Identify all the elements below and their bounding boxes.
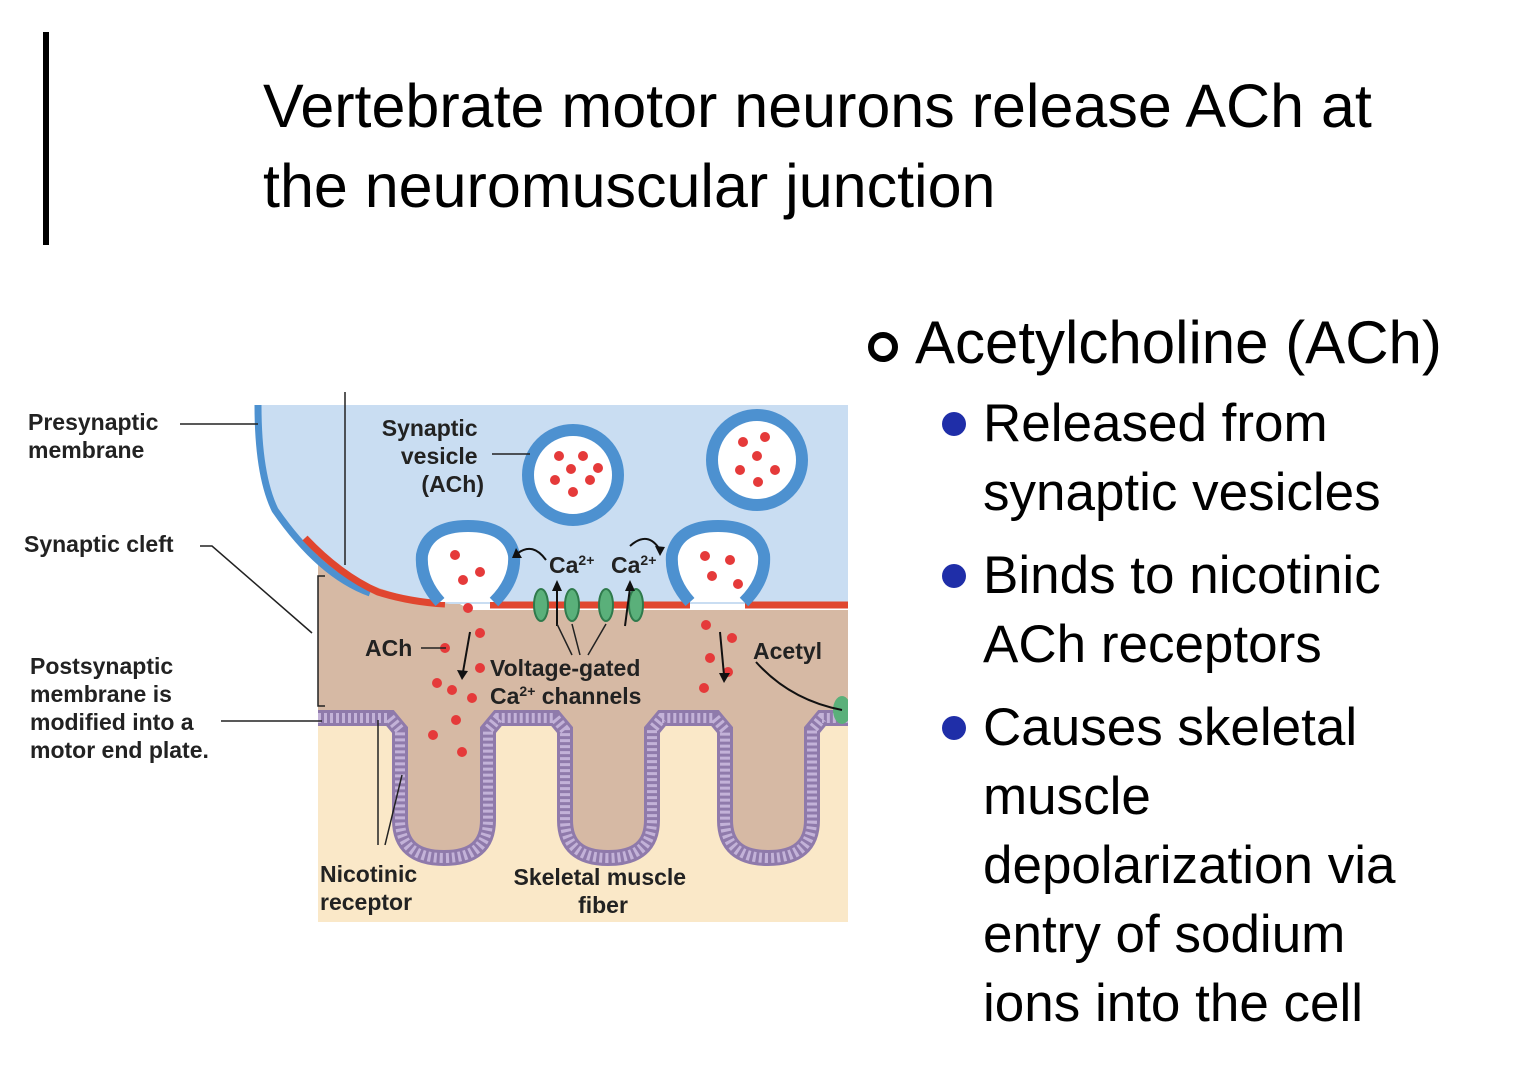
leader-lines	[180, 392, 607, 846]
sub-bullet-line: depolarization via	[983, 836, 1396, 895]
synaptic-vesicle	[522, 424, 624, 526]
sub-bullet-line: Binds to nicotinic	[983, 546, 1381, 605]
sub-bullet-line: entry of sodium	[983, 905, 1346, 964]
dot-bullet-icon	[942, 412, 966, 436]
label-skeletal-muscle-fiber: Skeletal muscle fiber	[514, 864, 693, 918]
calcium-channel	[598, 588, 614, 622]
sub-bullet-line: muscle	[983, 767, 1151, 826]
label-voltage-gated-channels: Voltage-gated Ca2+ channels	[490, 655, 647, 709]
title-accent-bar	[43, 32, 49, 245]
title-line: Vertebrate motor neurons release ACh at	[263, 72, 1372, 140]
sub-bullet-line: Released from	[983, 394, 1328, 453]
sub-bullet-causes: Causes skeletal muscle depolarization vi…	[865, 693, 1505, 1038]
sub-bullet-line: ions into the cell	[983, 974, 1364, 1033]
label-acetyl: Acetyl	[753, 638, 822, 664]
slide-title: Vertebrate motor neurons release ACh at …	[263, 66, 1503, 226]
label-nicotinic-receptor: Nicotinic receptor	[320, 861, 424, 915]
label-calcium-ion: Ca2+	[549, 552, 594, 578]
synaptic-cleft-fill	[318, 520, 848, 858]
sub-bullet-list: Released from synaptic vesicles Binds to…	[865, 389, 1505, 1038]
sub-bullet-released: Released from synaptic vesicles	[865, 389, 1505, 527]
dot-bullet-icon	[942, 716, 966, 740]
title-line: the neuromuscular junction	[263, 152, 996, 220]
main-bullet-text: Acetylcholine (ACh)	[915, 309, 1442, 376]
fusing-vesicle	[665, 519, 771, 607]
sub-bullet-binds: Binds to nicotinic ACh receptors	[865, 541, 1505, 679]
sub-bullet-line: ACh receptors	[983, 615, 1322, 674]
neuromuscular-junction-diagram: Presynaptic membrane Synaptic cleft Post…	[24, 392, 848, 922]
dot-bullet-icon	[942, 564, 966, 588]
sub-bullet-line: Causes skeletal	[983, 698, 1358, 757]
label-calcium-ion: Ca2+	[611, 552, 656, 578]
bullet-list: Acetylcholine (ACh) Released from synapt…	[865, 305, 1505, 1052]
sub-bullet-line: synaptic vesicles	[983, 463, 1381, 522]
calcium-channel	[628, 588, 644, 622]
presynaptic-membrane	[254, 404, 372, 597]
arrow-heads	[457, 546, 730, 683]
fusing-vesicle	[415, 519, 521, 607]
ach-molecules	[428, 432, 780, 757]
label-ach: ACh	[365, 635, 412, 661]
ring-bullet-icon	[868, 332, 898, 362]
calcium-channel	[564, 588, 580, 622]
main-bullet: Acetylcholine (ACh)	[865, 305, 1505, 381]
label-synaptic-vesicle: Synaptic vesicle (ACh)	[382, 415, 484, 497]
flow-arrows	[462, 538, 843, 711]
presynaptic-active-zone	[302, 535, 446, 608]
label-postsynaptic-membrane: Postsynaptic membrane is modified into a…	[30, 653, 209, 763]
nicotinic-receptor-row	[318, 713, 848, 864]
calcium-channel	[533, 588, 549, 622]
label-presynaptic-membrane: Presynaptic membrane	[28, 409, 165, 463]
label-synaptic-cleft: Synaptic cleft	[24, 531, 174, 557]
